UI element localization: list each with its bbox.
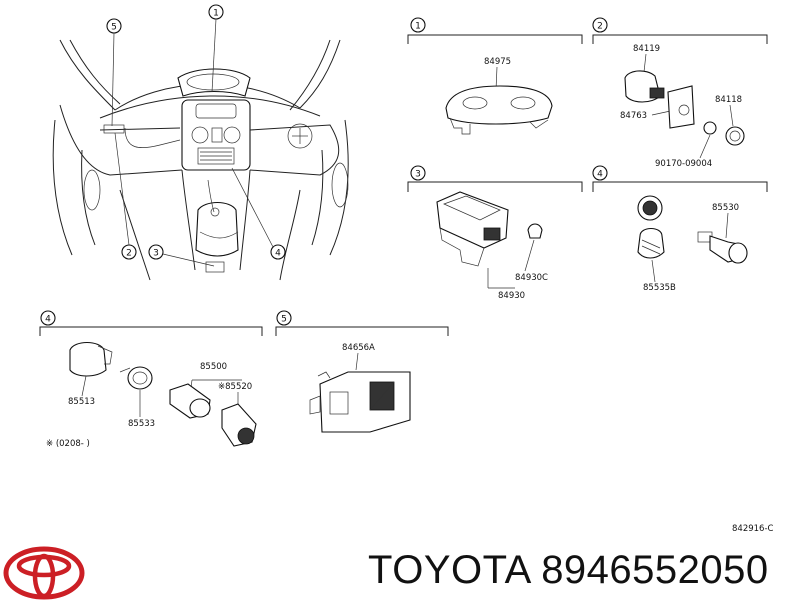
callout-2: 2 [126,249,132,259]
part-84930C: 84930C [515,273,548,283]
note-code: ※ (0208- ) [46,439,90,449]
brand-part-label: TOYOTA 8946552050 [368,548,769,592]
panel-1: 1 84975 [407,17,583,135]
callout-5: 5 [111,23,117,33]
panel-4a-number: 4 [597,170,603,180]
toyota-logo [3,546,85,600]
part-84930: 84930 [498,291,525,301]
panel-5: 5 84656A [275,310,449,433]
drawing-code: 842916-C [732,524,774,534]
callout-4: 4 [275,249,281,259]
part-85500: 85500 [200,362,227,372]
panel-4-left: 4 85513 85533 85500 ※85520 ※ (0208- ) [39,310,263,449]
part-85533: 85533 [128,419,155,429]
panel-3-number: 3 [415,170,421,180]
part-84119: 84119 [633,44,660,54]
part-85535B: 85535B [643,283,676,293]
panel-2: 2 84119 84763 84118 90170-09004 [592,17,768,169]
part-84656A: 84656A [342,343,375,353]
overview-callouts: 1 5 2 3 4 [106,4,286,267]
panel-3: 3 84930C 84930 [407,165,583,301]
part-84118: 84118 [715,95,742,105]
dashboard-overview [52,39,349,281]
callout-3: 3 [153,249,159,259]
part-85530: 85530 [712,203,739,213]
part-number: 8946552050 [541,548,769,592]
panel-4-right: 4 85535B 85530 [592,165,768,293]
part-84763: 84763 [620,111,647,121]
brand-name: TOYOTA [368,548,530,592]
part-90170-09004: 90170-09004 [655,159,712,169]
part-85513: 85513 [68,397,95,407]
callout-1: 1 [213,9,219,19]
panel-5-number: 5 [281,315,287,325]
panel-1-number: 1 [415,22,421,32]
part-84975: 84975 [484,57,511,67]
panel-2-number: 2 [597,22,603,32]
part-85520: ※85520 [218,382,252,392]
panel-4b-number: 4 [45,315,51,325]
